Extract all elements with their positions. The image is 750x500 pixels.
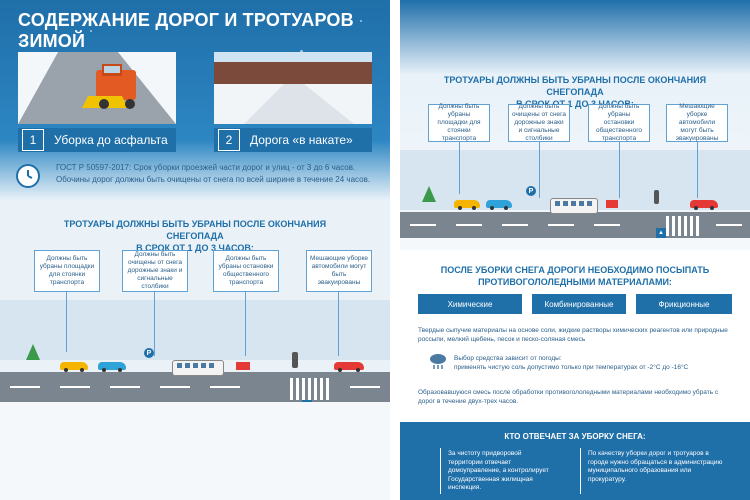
clock-icon	[16, 164, 40, 188]
right-traffic-light-icon	[654, 190, 659, 204]
gost-info: ГОСТ Р 50597-2017: Срок уборки проезжей …	[16, 162, 376, 196]
road-marking	[60, 386, 90, 388]
materials-description: Твердые сыпучие материалы на основе соли…	[418, 327, 728, 343]
divider	[440, 448, 441, 494]
pin-line	[154, 292, 155, 356]
right-info-card-parking: Должны быть убраны площадки для стоянки …	[428, 103, 490, 142]
right-tree-icon	[422, 186, 436, 202]
material-chemical: Химические	[418, 294, 522, 314]
caption-text-1: Уборка до асфальта	[54, 133, 168, 147]
right-blue-car-icon	[486, 200, 512, 210]
right-infographic-panel: ТРОТУАРЫ ДОЛЖНЫ БЫТЬ УБРАНЫ ПОСЛЕ ОКОНЧА…	[400, 0, 750, 500]
photo-caption-2: 2 Дорога «в накате»	[214, 128, 372, 152]
parking-sign-icon: P	[144, 348, 154, 358]
right-info-card-stops: Должны быть убраны остановки общественно…	[588, 103, 650, 142]
materials-title-line-1: ПОСЛЕ УБОРКИ СНЕГА ДОРОГИ НЕОБХОДИМО ПОС…	[440, 265, 710, 275]
gost-line-2: Обочины дорог должны быть очищены от сне…	[56, 175, 371, 184]
right-parking-sign-icon: P	[526, 186, 536, 196]
right-info-card-signs: Должны быть очищены от снега дорожные зн…	[508, 103, 570, 142]
responsibility-right-text: По качеству уборки дорог и тротуаров в г…	[588, 450, 723, 483]
right-pedestrian-crossing-icon: ▲	[656, 228, 666, 238]
snowplow-photo	[18, 52, 176, 124]
crosswalk	[290, 378, 330, 400]
red-car-icon	[334, 362, 364, 372]
road-marking	[410, 224, 436, 226]
city-skyline	[0, 300, 390, 360]
weather-line-1: Выбор средства зависит от погоды:	[454, 355, 562, 362]
sidewalks-title: ТРОТУАРЫ ДОЛЖНЫ БЫТЬ УБРАНЫ ПОСЛЕ ОКОНЧА…	[40, 218, 350, 254]
main-title: СОДЕРЖАНИЕ ДОРОГ И ТРОТУАРОВ ЗИМОЙ	[18, 10, 354, 51]
responsibility-left-text: За чистоту придворовой территории отвеча…	[448, 450, 549, 491]
materials-title: ПОСЛЕ УБОРКИ СНЕГА ДОРОГИ НЕОБХОДИМО ПОС…	[420, 264, 730, 288]
traffic-light-icon	[292, 352, 298, 368]
pin-line	[459, 142, 460, 194]
materials-title-line-2: ПРОТИВОГОЛОЛЕДНЫМИ МАТЕРИАЛАМИ:	[478, 277, 672, 287]
road-barrier-icon	[236, 362, 250, 370]
caption-number-2: 2	[218, 129, 240, 151]
road-marking	[594, 224, 620, 226]
pin-line	[539, 142, 540, 198]
road-marking	[210, 386, 240, 388]
road-marking	[716, 224, 742, 226]
sidewalks-title-line-1: ТРОТУАРЫ ДОЛЖНЫ БЫТЬ УБРАНЫ ПОСЛЕ ОКОНЧА…	[63, 219, 327, 241]
caption-text-2: Дорога «в накате»	[250, 133, 353, 147]
tree-icon	[26, 344, 40, 360]
road-marking	[502, 224, 528, 226]
mixture-note: Образовавшуюся смесь после обработки про…	[418, 389, 719, 405]
road-marking	[110, 386, 140, 388]
road-marking	[10, 386, 40, 388]
responsibility-title: КТО ОТВЕЧАЕТ ЗА УБОРКУ СНЕГА:	[504, 432, 646, 441]
sidewalks-title-line-2: В СРОК ОТ 1 ДО 3 ЧАСОВ:	[136, 243, 254, 253]
snowy-road-photo	[214, 52, 372, 124]
right-sidewalks-title-line-1: ТРОТУАРЫ ДОЛЖНЫ БЫТЬ УБРАНЫ ПОСЛЕ ОКОНЧА…	[443, 75, 707, 97]
weather-line-2: применять чистую соль допустимо только п…	[454, 364, 689, 371]
road-marking	[548, 224, 574, 226]
blue-car-icon	[98, 362, 126, 372]
material-combined: Комбинированные	[532, 294, 626, 314]
road-marking	[350, 386, 380, 388]
yellow-car-icon	[60, 362, 88, 372]
info-card-parking: Должны быть убраны площадки для стоянки …	[34, 250, 100, 292]
road-marking	[456, 224, 482, 226]
right-crosswalk	[666, 216, 702, 236]
info-card-signs: Должны быть очищены от снега дорожные зн…	[122, 250, 188, 292]
info-card-evacuation: Мешающие уборке автомобили могут быть эв…	[306, 250, 372, 292]
pin-line	[338, 292, 339, 356]
right-yellow-car-icon	[454, 200, 480, 210]
right-road-barrier-icon	[606, 200, 618, 208]
road-marking	[160, 386, 190, 388]
pin-line	[619, 142, 620, 198]
left-infographic-panel: СОДЕРЖАНИЕ ДОРОГ И ТРОТУАРОВ ЗИМОЙ 1 Убо…	[0, 0, 390, 500]
road	[0, 372, 390, 402]
pin-line	[66, 292, 67, 352]
divider	[580, 448, 581, 494]
snow-ground	[0, 402, 390, 500]
material-friction: Фрикционные	[636, 294, 732, 314]
right-sidewalks-title-line-2: В СРОК ОТ 1 ДО 3 ЧАСОВ:	[516, 99, 634, 109]
right-sidewalks-title: ТРОТУАРЫ ДОЛЖНЫ БЫТЬ УБРАНЫ ПОСЛЕ ОКОНЧА…	[420, 74, 730, 110]
bus-icon	[172, 360, 224, 376]
right-bus-icon	[550, 198, 598, 214]
weather-note: Выбор средства зависит от погоды: примен…	[454, 354, 734, 372]
pin-line	[245, 292, 246, 356]
pin-line	[697, 142, 698, 198]
right-info-card-evacuation: Мешающие уборке автомобили могут быть эв…	[666, 103, 728, 142]
caption-number-1: 1	[22, 129, 44, 151]
info-card-stops: Должны быть убраны остановки общественно…	[213, 250, 279, 292]
cloud-snow-icon	[428, 352, 448, 375]
gost-line-1: ГОСТ Р 50597-2017: Срок уборки проезжей …	[56, 163, 356, 172]
photo-caption-1: 1 Уборка до асфальта	[18, 128, 176, 152]
right-red-car-icon	[690, 200, 718, 210]
responsibility-section: КТО ОТВЕЧАЕТ ЗА УБОРКУ СНЕГА: За чистоту…	[400, 422, 750, 500]
